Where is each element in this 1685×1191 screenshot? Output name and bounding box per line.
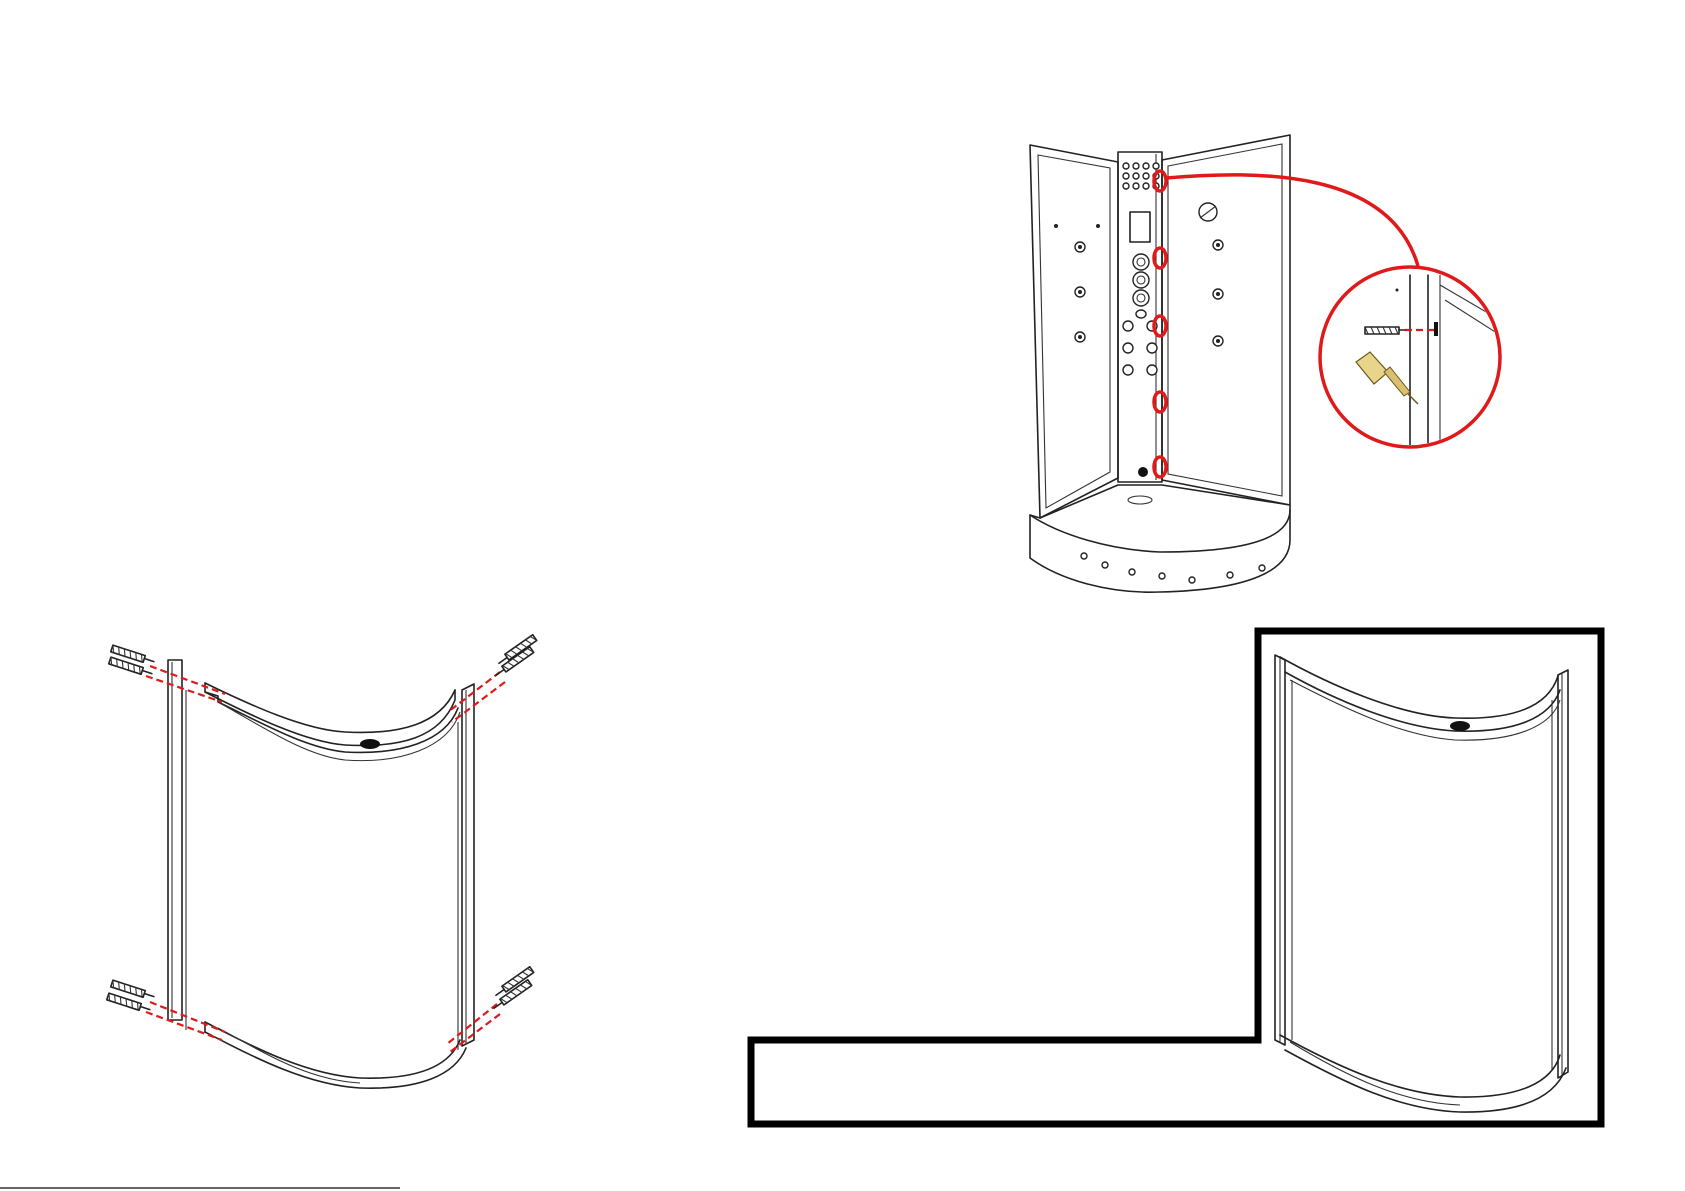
assembled-frame xyxy=(1275,655,1568,1112)
screw-icon xyxy=(1365,327,1405,334)
frame-exploded-view xyxy=(107,635,537,1088)
bottom-curved-rail xyxy=(205,1022,466,1088)
callout-box xyxy=(751,631,1601,1124)
screwdriver-icon xyxy=(1356,352,1418,404)
left-post xyxy=(168,660,182,1020)
screw-alignment-lines xyxy=(146,666,505,1052)
screw-icon xyxy=(111,980,155,1000)
shower-tray xyxy=(1030,485,1290,592)
top-curved-rail xyxy=(205,683,460,761)
drain-hole-icon xyxy=(360,739,380,749)
detail-magnifier xyxy=(1320,267,1500,460)
left-wall-jets xyxy=(1054,224,1100,342)
drain-hole-icon xyxy=(1450,721,1470,731)
screw-icon-group xyxy=(107,635,537,1014)
right-post xyxy=(462,684,474,1046)
right-wall-jets xyxy=(1199,203,1223,346)
drain-knob-icon xyxy=(1138,467,1148,477)
control-dials xyxy=(1133,254,1149,318)
display-screen xyxy=(1130,212,1150,242)
screw-icon xyxy=(109,657,153,677)
right-wall-panel xyxy=(1162,135,1290,505)
column-jets xyxy=(1123,321,1157,477)
left-wall-panel xyxy=(1030,145,1118,518)
screw-hole-icon xyxy=(1434,322,1438,336)
screw-icon xyxy=(494,967,534,998)
